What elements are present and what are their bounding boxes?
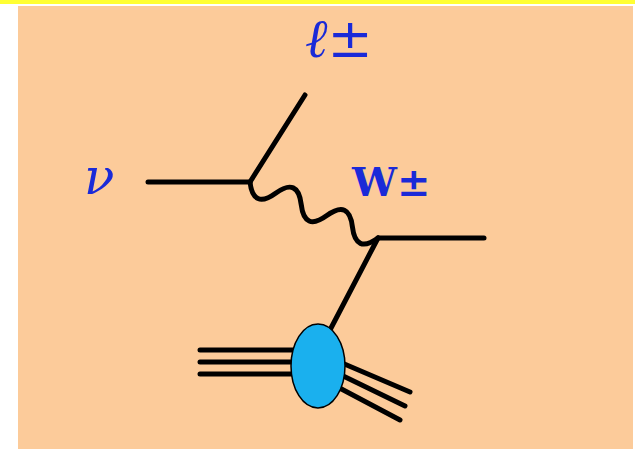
remnant-line xyxy=(332,384,400,420)
nucleon-line xyxy=(200,372,300,377)
outgoing-quark-line xyxy=(378,236,484,241)
lepton-line xyxy=(250,95,305,182)
neutrino-line xyxy=(148,180,250,185)
nucleon-blob xyxy=(291,324,345,408)
lepton-label: ℓ± xyxy=(305,12,373,66)
incoming-quark-line xyxy=(330,238,378,330)
top-bar xyxy=(0,0,635,4)
nucleon-line xyxy=(200,360,300,365)
nucleon-line xyxy=(200,348,300,353)
boson-label: W± xyxy=(352,162,430,202)
neutrino-label: ν xyxy=(84,152,114,202)
